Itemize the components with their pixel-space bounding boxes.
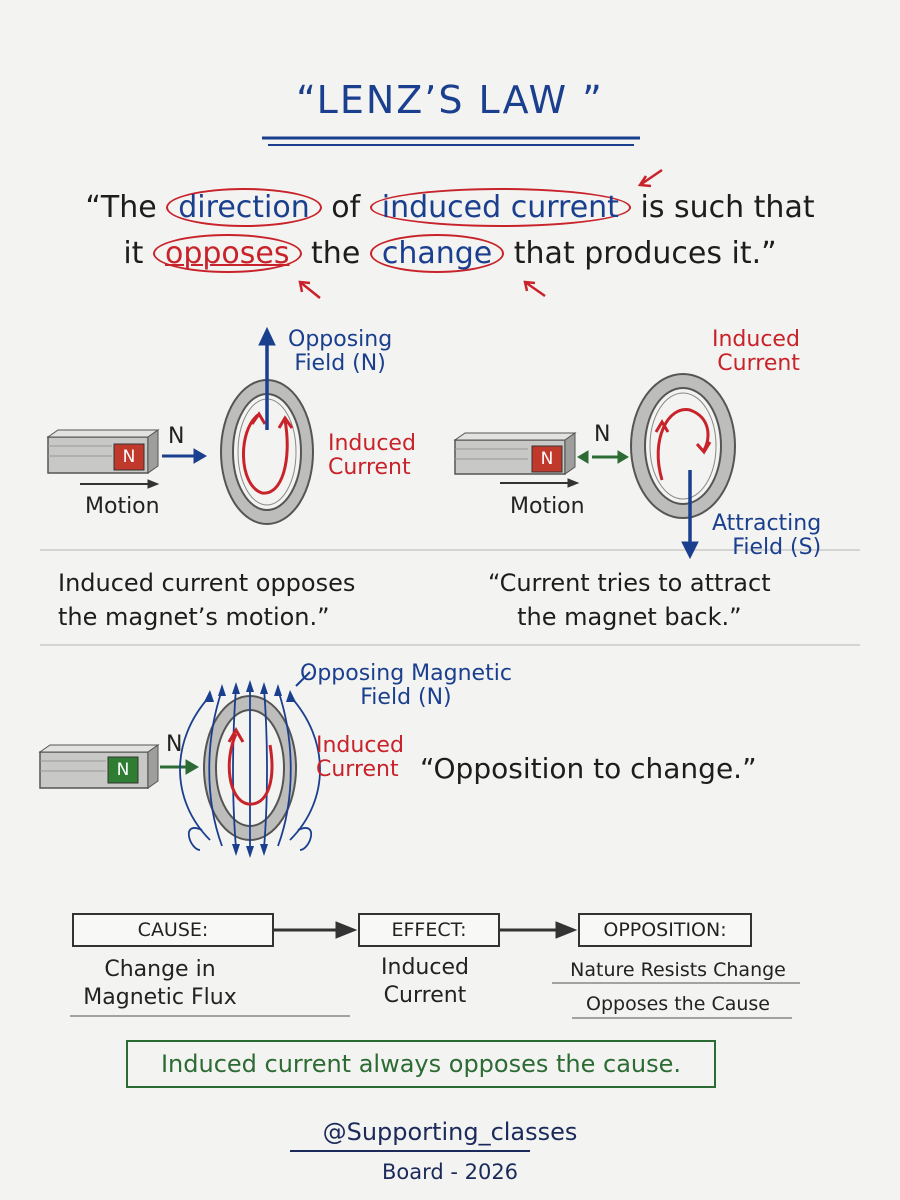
- left-magnet: [46, 429, 160, 474]
- opposition-box: OPPOSITION:: [578, 913, 752, 947]
- summary-box: Induced current always opposes the cause…: [126, 1040, 716, 1088]
- right-caption: “Current tries to attract the magnet bac…: [488, 569, 771, 631]
- right-pole-arrow: [577, 450, 629, 464]
- definition-text: that produces it.”: [513, 236, 777, 271]
- footer-divider: [290, 1150, 530, 1152]
- bottom-pole-arrow: [160, 759, 199, 775]
- definition-text: the: [311, 236, 361, 271]
- footer-board: Board - 2026: [381, 1160, 519, 1184]
- right-coil: [630, 373, 736, 519]
- cause-text: Change in Magnetic Flux: [83, 957, 237, 1010]
- bottom-field-pointer: [295, 671, 311, 687]
- left-current-loop: [242, 411, 294, 495]
- right-motion-arrow: [500, 478, 580, 488]
- pointer-arrows: [298, 168, 663, 299]
- word-direction: direction: [166, 188, 322, 227]
- bottom-current-loop: [227, 727, 274, 806]
- left-pole-arrow: [162, 448, 207, 464]
- left-field-arrow: [258, 326, 276, 430]
- right-magnet: [453, 432, 577, 475]
- left-motion-label: Motion: [85, 494, 160, 519]
- left-magnet-pole-letter: N: [122, 447, 136, 467]
- bottom-current-label: Induced Current: [316, 733, 404, 782]
- bottom-pole-label: N: [166, 732, 183, 757]
- right-magnet-pole-letter: N: [540, 449, 554, 469]
- right-field-label: Attracting Field (S): [712, 511, 822, 560]
- effect-text: Induced Current: [381, 955, 469, 1008]
- flow-connectors: [272, 921, 578, 939]
- right-field-arrow: [681, 470, 699, 560]
- flow-underlines: [70, 982, 800, 1019]
- left-caption: Induced current opposes the magnet’s mot…: [58, 569, 356, 631]
- bottom-quote: “Opposition to change.”: [420, 752, 757, 785]
- right-current-label: Induced Current: [712, 327, 800, 376]
- definition-line-1: “The direction of induced current is suc…: [0, 188, 900, 227]
- word-induced-current: induced current: [369, 188, 631, 227]
- word-change: change: [369, 234, 505, 273]
- right-pole-label: N: [594, 422, 611, 447]
- bottom-field-label: Opposing Magnetic Field (N): [300, 661, 512, 710]
- right-current-loop: [654, 408, 712, 481]
- definition-text: is such that: [640, 190, 815, 225]
- bottom-field-arrowheads: [204, 680, 296, 858]
- left-pole-label: N: [168, 424, 185, 449]
- cause-box: CAUSE:: [72, 913, 274, 947]
- definition-text: it: [123, 236, 144, 271]
- bottom-field-lines: [179, 686, 321, 851]
- left-field-label: Opposing Field (N): [288, 327, 393, 376]
- left-current-label: Induced Current: [328, 431, 416, 480]
- opposition-line-2: Opposes the Cause: [586, 993, 770, 1015]
- bottom-magnet-pole-letter: N: [116, 760, 130, 780]
- right-motion-label: Motion: [510, 494, 585, 519]
- word-opposes: opposes: [152, 234, 302, 273]
- footer-handle: @Supporting_classes: [322, 1118, 578, 1146]
- left-motion-arrow: [80, 479, 160, 489]
- definition-text: “The: [85, 190, 157, 225]
- definition-text: of: [331, 190, 361, 225]
- effect-box: EFFECT:: [358, 913, 500, 947]
- opposition-line-1: Nature Resists Change: [570, 959, 786, 981]
- definition-line-2: it opposes the change that produces it.”: [0, 234, 900, 273]
- page-title: “LENZ’S LAW ”: [296, 78, 604, 122]
- bottom-magnet: [38, 744, 160, 789]
